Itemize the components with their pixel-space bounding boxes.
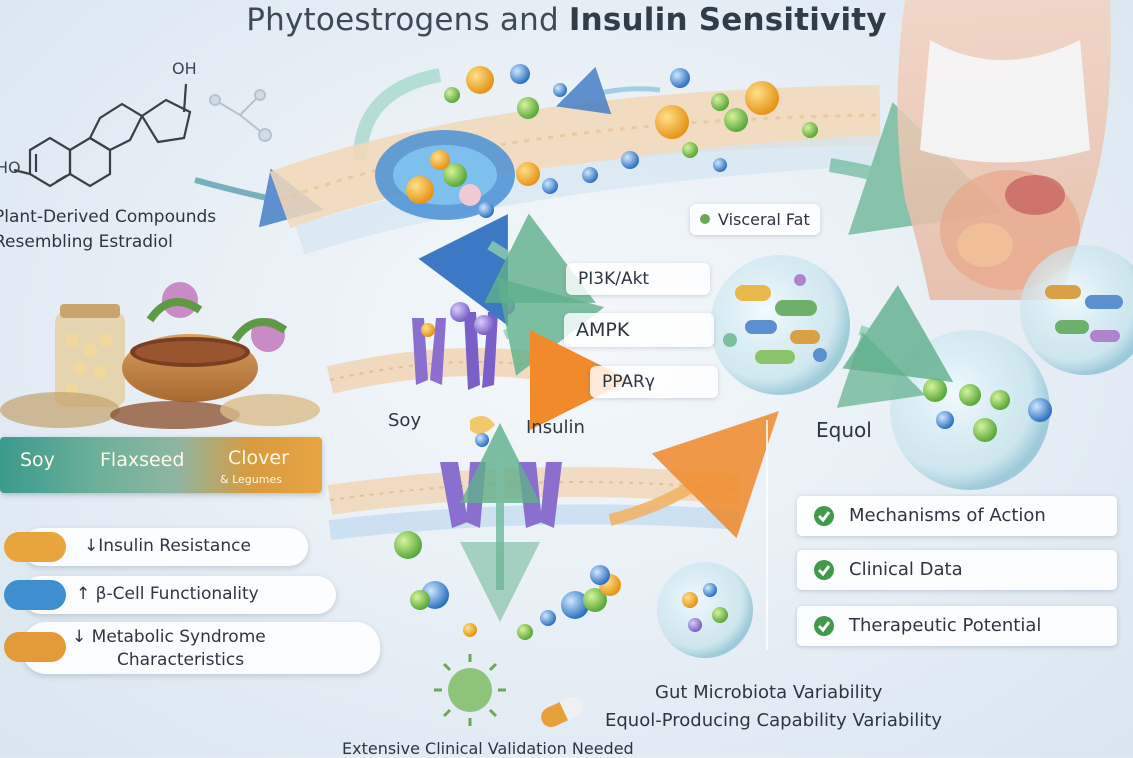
note-equol-capability: Equol-Producing Capability Variability [605, 710, 942, 731]
page-title: Phytoestrogens and Insulin Sensitivity [0, 2, 1133, 38]
title-part2: Insulin Sensitivity [568, 2, 887, 38]
source-soy: Soy [20, 449, 55, 471]
pathway-pi3k-akt: PI3K/Akt [566, 263, 710, 295]
molecule-ho-label: HO [0, 158, 21, 177]
microbiome-bubble-icon [1020, 245, 1133, 375]
pathway-ppar-gamma: PPARγ [590, 366, 718, 398]
benefit-label: Metabolic Syndrome [91, 627, 266, 647]
food-sources-illustration-icon [0, 282, 320, 429]
benefit-arrow: ↓ [72, 627, 87, 647]
intracellular-molecules-icon [394, 531, 621, 640]
note-gut-microbiota: Gut Microbiota Variability [655, 682, 883, 703]
capsule-cap-icon [4, 580, 66, 610]
benefit-label: Insulin Resistance [98, 536, 251, 556]
benefit-beta-cell: ↑ β-Cell Functionality [4, 576, 336, 614]
bacterium-icon [434, 654, 506, 726]
checklist-label: Clinical Data [849, 559, 963, 580]
note-clinical-validation: Extensive Clinical Validation Needed [342, 739, 634, 758]
gut-microbiota-bubble-icon [710, 255, 850, 395]
capsule-cap-icon [4, 632, 66, 662]
benefit-metabolic-syndrome: ↓ Metabolic Syndrome Characteristics [4, 622, 380, 674]
checklist-label: Therapeutic Potential [849, 615, 1042, 636]
checklist-item-therapeutic: Therapeutic Potential [797, 606, 1117, 646]
insulin-label: Insulin [526, 417, 585, 438]
source-flaxseed: Flaxseed [100, 449, 185, 471]
molecule-caption: Plant-Derived Compounds Resembling Estra… [0, 205, 216, 255]
check-circle-icon [814, 506, 834, 526]
checklist-item-clinical-data: Clinical Data [797, 550, 1117, 590]
checklist-item-mechanisms: Mechanisms of Action [797, 496, 1117, 536]
source-legumes: & Legumes [220, 473, 282, 486]
visceral-fat-label: Visceral Fat [718, 210, 810, 229]
benefit-arrow: ↓ [84, 536, 99, 556]
insulin-receptor-icon [412, 297, 515, 390]
equol-label: Equol [816, 418, 872, 442]
food-sources-band: Soy Flaxseed Clover & Legumes [0, 437, 322, 493]
phytoestrogen-receptor-complex-icon [375, 130, 515, 220]
molecule-caption-line2: Resembling Estradiol [0, 232, 173, 252]
title-part1: Phytoestrogens [246, 2, 490, 38]
check-circle-icon [814, 560, 834, 580]
torso-illustration-icon [897, 0, 1111, 300]
benefit-label: β-Cell Functionality [95, 584, 259, 604]
molecule-oh-label: OH [172, 59, 197, 78]
benefit-label-line2: Characteristics [117, 650, 245, 670]
source-clover: Clover [228, 447, 289, 469]
lower-microbe-bubble-icon [657, 562, 753, 658]
benefit-insulin-resistance: ↓Insulin Resistance [4, 528, 308, 566]
floating-molecules-icon [444, 64, 818, 218]
capsule-cap-icon [4, 532, 66, 562]
visceral-fat-chip: Visceral Fat [690, 204, 820, 235]
pathway-ampk: AMPK [564, 313, 714, 347]
soy-label: Soy [388, 410, 422, 431]
fat-cell-icon [700, 214, 710, 224]
benefit-arrow: ↑ [76, 584, 91, 604]
title-connector: and [489, 2, 569, 38]
estradiol-molecule-icon [13, 83, 192, 188]
molecule-caption-line1: Plant-Derived Compounds [0, 207, 217, 227]
checklist-label: Mechanisms of Action [849, 505, 1046, 526]
capsule-icon [541, 696, 583, 728]
check-circle-icon [814, 616, 834, 636]
